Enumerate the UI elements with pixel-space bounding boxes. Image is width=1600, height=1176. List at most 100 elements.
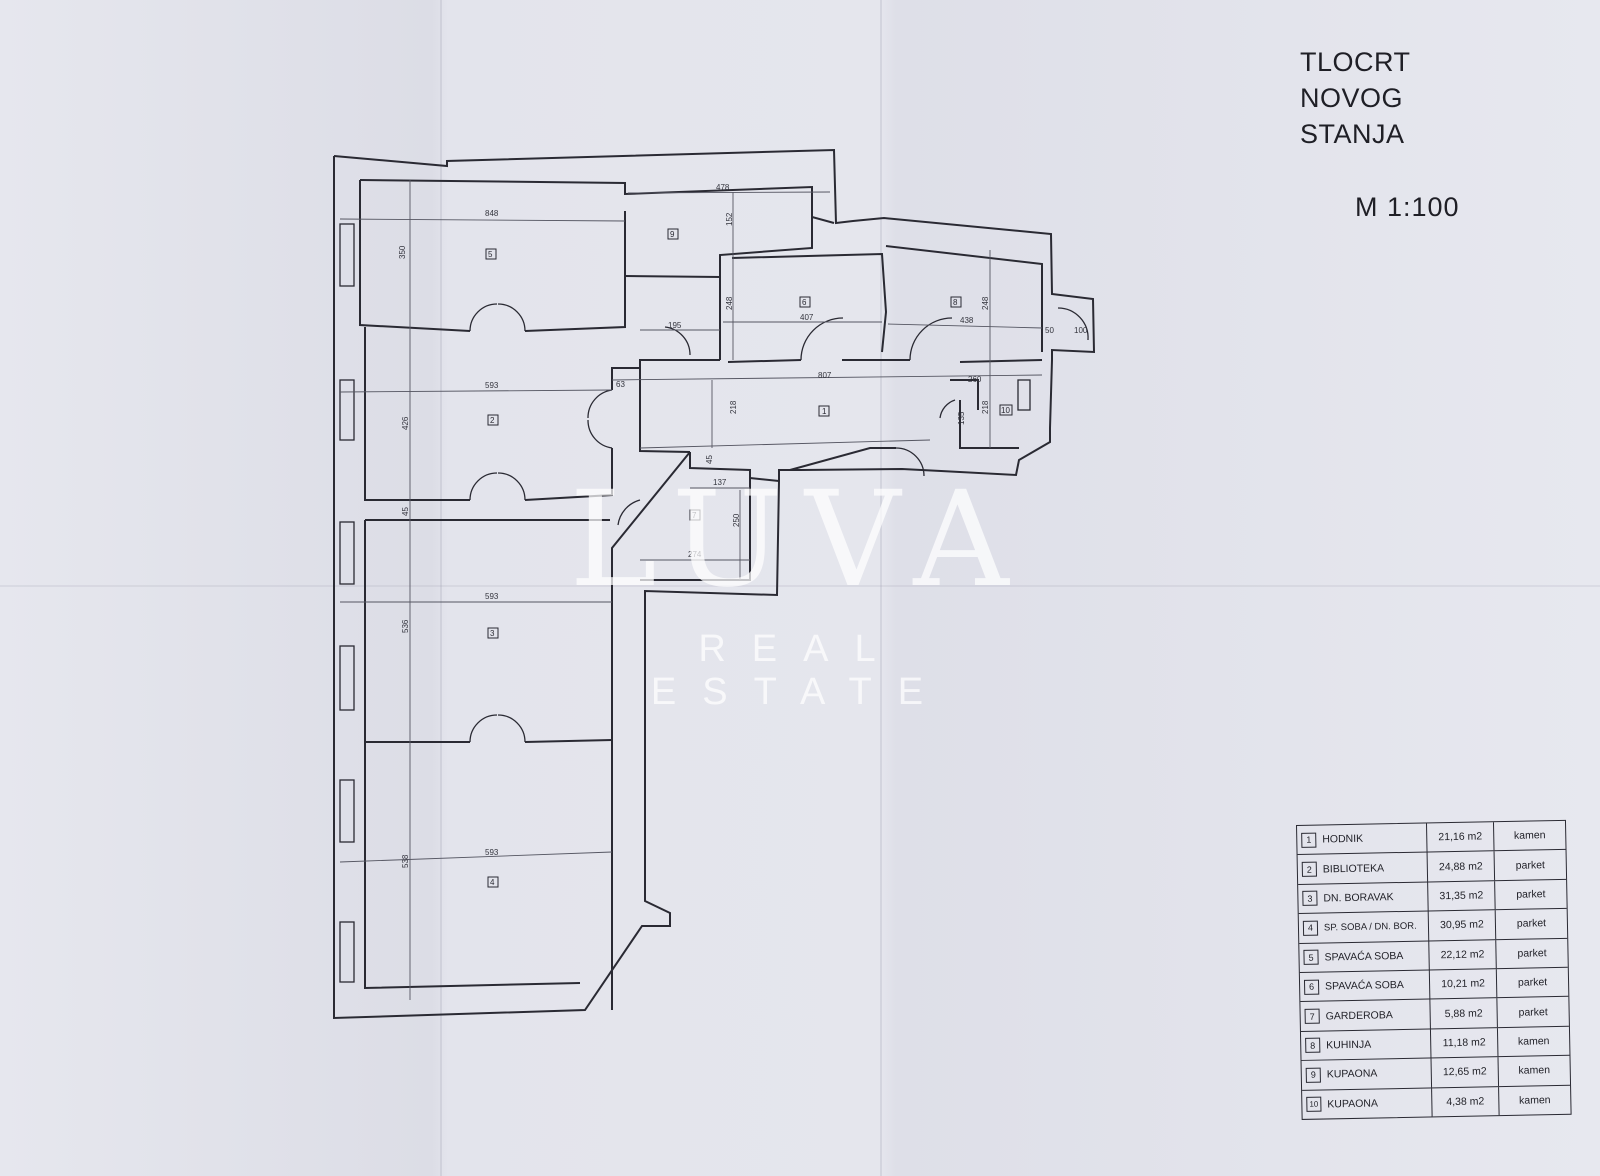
legend-row: 2 BIBLIOTEKA 24,88 m2 parket — [1297, 849, 1567, 884]
room-tag-number: 7 — [692, 511, 697, 520]
legend-room-floor: parket — [1516, 888, 1546, 901]
legend-room-number: 8 — [1305, 1037, 1321, 1054]
legend-room-area: 21,16 m2 — [1426, 822, 1495, 852]
legend-room-number: 1 — [1301, 832, 1317, 848]
windows — [339, 223, 1031, 983]
legend-row: 9 KUPAONA 12,65 m2 kamen — [1301, 1054, 1571, 1090]
legend-room-area: 31,35 m2 — [1428, 880, 1496, 911]
dimension-label: 407 — [800, 313, 814, 322]
legend-room-name: KUHINJA — [1325, 1029, 1432, 1060]
dimension-label: 100 — [1074, 326, 1088, 335]
dimension-label: 538 — [401, 854, 410, 868]
legend-room-area: 24,88 m2 — [1427, 851, 1496, 882]
title-line: TLOCRT — [1300, 47, 1411, 77]
dimension-label: 63 — [616, 380, 625, 389]
dimension-label: 152 — [725, 212, 734, 226]
legend-room-floor: kamen — [1517, 1035, 1550, 1048]
legend-room-name: BIBLIOTEKA — [1322, 852, 1429, 884]
dimension-label: 250 — [732, 513, 741, 527]
legend-room-name: KUPAONA — [1326, 1058, 1433, 1089]
legend-room-area: 11,18 m2 — [1430, 1027, 1499, 1058]
dimension-label: 218 — [981, 400, 990, 414]
dimension-label: 807 — [818, 371, 832, 380]
room-tag-number: 10 — [1001, 406, 1010, 415]
dimension-label: 248 — [725, 296, 734, 310]
legend-row: 6 SPAVAĆA SOBA 10,21 m2 parket — [1299, 966, 1569, 1002]
room-tag: 6 — [799, 296, 811, 308]
dimension-label: 536 — [401, 619, 410, 633]
room-tag: 7 — [689, 509, 701, 521]
legend-room-name: SPAVAĆA SOBA — [1324, 970, 1431, 1001]
dimension-label: 274 — [688, 550, 702, 559]
legend-row: 3 DN. BORAVAK 31,35 m2 parket — [1298, 878, 1567, 914]
dimension-label: 260 — [968, 375, 982, 384]
legend-room-number: 2 — [1301, 861, 1317, 877]
dimension-label: 195 — [668, 321, 682, 330]
scale-label: M 1:100 — [1355, 192, 1460, 222]
room-tag-number: 6 — [802, 298, 807, 307]
legend-room-area: 12,65 m2 — [1431, 1057, 1500, 1087]
legend-room-number: 5 — [1303, 949, 1319, 966]
legend-row: 10 KUPAONA 4,38 m2 kamen — [1302, 1084, 1571, 1119]
legend-room-floor: kamen — [1518, 1064, 1551, 1078]
legend-room-name: HODNIK — [1322, 823, 1428, 854]
room-tags: 5 9 6 8 2 1 10 7 3 4 — [485, 228, 1013, 888]
dimension-label: 45 — [705, 455, 714, 464]
legend-room-name: GARDEROBA — [1325, 999, 1431, 1031]
room-tag: 2 — [487, 414, 499, 426]
legend-room-number: 9 — [1305, 1067, 1321, 1083]
dimension-label: 593 — [485, 381, 499, 390]
dimension-label: 350 — [398, 245, 407, 259]
room-tag-number: 5 — [488, 250, 493, 259]
room-tag-number: 8 — [953, 298, 958, 307]
dimension-label: 438 — [960, 316, 974, 325]
legend-row: 5 SPAVAĆA SOBA 22,12 m2 parket — [1299, 937, 1568, 972]
room-tag-number: 1 — [822, 407, 827, 416]
legend-room-floor: kamen — [1513, 829, 1546, 843]
paper-fold — [440, 0, 442, 1176]
dimension-label: 45 — [401, 507, 410, 516]
room-tag-number: 3 — [490, 629, 495, 638]
legend-room-name: SP. SOBA / DN. BOR. — [1323, 911, 1430, 943]
legend-room-area: 22,12 m2 — [1429, 939, 1497, 970]
legend-room-floor: kamen — [1518, 1093, 1551, 1107]
legend-room-name: DN. BORAVAK — [1323, 882, 1429, 913]
legend-room-floor: parket — [1517, 946, 1547, 960]
legend-room-floor: parket — [1515, 858, 1546, 872]
room-tag: 5 — [485, 248, 497, 260]
room-tag-number: 2 — [490, 416, 495, 425]
dimension-label: 50 — [1045, 326, 1054, 335]
room-tag: 1 — [818, 405, 830, 417]
title-line: NOVOG — [1300, 83, 1404, 113]
title-block: TLOCRT NOVOG STANJA — [1300, 44, 1520, 152]
legend-row: 4 SP. SOBA / DN. BOR. 30,95 m2 parket — [1298, 907, 1568, 943]
dimension-label: 593 — [485, 592, 499, 601]
legend-row: 1 HODNIK 21,16 m2 kamen — [1297, 821, 1565, 855]
legend-room-floor: parket — [1517, 976, 1548, 989]
room-tag: 4 — [487, 876, 499, 888]
paper-fold — [880, 0, 882, 1176]
dimension-label: 848 — [485, 209, 499, 218]
legend-room-area: 4,38 m2 — [1432, 1086, 1500, 1117]
legend-room-number: 7 — [1304, 1008, 1320, 1024]
doors — [469, 303, 1089, 743]
legend-room-number: 4 — [1302, 920, 1319, 936]
dimension-label: 248 — [981, 296, 990, 310]
dimension-label: 135 — [957, 411, 966, 425]
legend-room-number: 3 — [1302, 891, 1318, 907]
legend-room-area: 10,21 m2 — [1429, 969, 1498, 999]
room-tag: 10 — [999, 404, 1013, 416]
room-legend-table: 1 HODNIK 21,16 m2 kamen 2 BIBLIOTEKA 24,… — [1296, 819, 1572, 1120]
room-tag: 3 — [487, 627, 499, 639]
legend-room-floor: parket — [1518, 1005, 1548, 1019]
legend-room-area: 5,88 m2 — [1430, 998, 1498, 1029]
legend-room-area: 30,95 m2 — [1428, 910, 1497, 941]
paper-fold — [0, 585, 1600, 587]
room-tag-number: 4 — [490, 878, 495, 887]
title-line: STANJA — [1300, 119, 1405, 149]
dimension-labels: 848 350 478 152 195 248 407 438 248 50 1… — [398, 183, 1088, 868]
dimension-label: 593 — [485, 848, 499, 857]
dimension-lines — [339, 180, 1043, 1000]
